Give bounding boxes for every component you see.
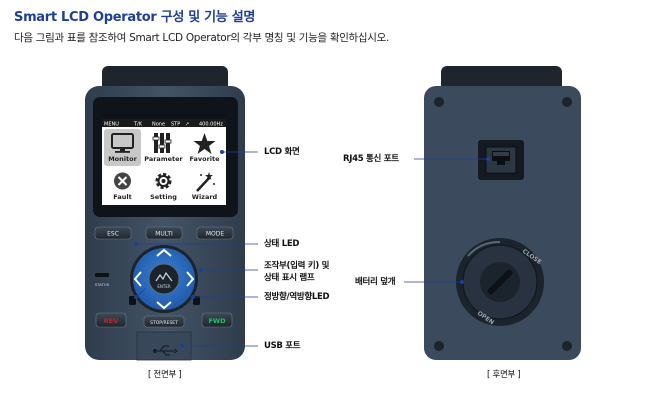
screw-hole-bottom-left [434, 341, 444, 351]
caption-front: [ 전면부 ] [148, 370, 182, 380]
status-bar [102, 119, 226, 127]
magic-wand-icon [196, 172, 215, 192]
status-led [95, 273, 109, 277]
callout-lcd: LCD 화면 [264, 147, 300, 157]
tile-wizard-label: Wizard [192, 193, 218, 201]
parameter-icon [152, 133, 172, 153]
screw-hole-top-left [434, 97, 444, 107]
page-title: Smart LCD Operator 구성 및 기능 설명 [14, 10, 256, 25]
usb-icon [152, 345, 179, 356]
status-none: None [152, 122, 165, 128]
fwd-led [193, 296, 200, 305]
esc-key[interactable] [94, 226, 132, 240]
status-frequency: 400.00Hz [199, 122, 223, 128]
dpad-right-icon[interactable] [186, 271, 195, 287]
tile-monitor-label: Monitor [108, 155, 137, 163]
rj45-pins [493, 152, 509, 156]
stop-reset-key-label: STOP/RESET [150, 320, 178, 326]
tile-parameter-label: Parameter [144, 155, 183, 163]
callout-rj45: RJ45 통신 포트 [343, 154, 399, 164]
status-led-label: STATUS [95, 282, 110, 287]
monitor-icon [111, 133, 134, 153]
screw-hole-bottom-right [562, 341, 572, 351]
star-icon [193, 133, 216, 154]
battery-cover-slot-icon [487, 269, 513, 295]
rev-led [129, 296, 136, 305]
dpad-up-icon[interactable] [156, 248, 172, 257]
enter-key-label: ENTER [157, 284, 170, 289]
status-direction: ↗ [185, 122, 189, 128]
enter-key-icon [155, 271, 173, 282]
tile-wizard[interactable] [186, 168, 223, 204]
callout-keys-line1: 조작부(입력 키) 및 [264, 261, 330, 271]
dpad-left-icon[interactable] [133, 271, 142, 287]
callout-usb: USB 포트 [264, 341, 301, 351]
rev-key-label: REV [104, 317, 118, 325]
rev-key[interactable] [95, 312, 127, 328]
multi-key-label: MULTI [155, 231, 173, 238]
esc-key-label: ESC [107, 231, 119, 238]
caption-back: [ 후면부 ] [487, 370, 521, 380]
fwd-key[interactable] [201, 312, 233, 328]
stop-reset-key[interactable] [143, 315, 185, 328]
gear-icon [155, 173, 172, 189]
tile-setting-label: Setting [150, 193, 177, 201]
fault-x-icon [114, 172, 131, 190]
front-callout-leaders [133, 149, 258, 348]
status-menu: MENU [104, 122, 119, 128]
callout-direction-led: 정방향/역방향LED [264, 292, 330, 302]
callout-keys-line2: 상태 표시 램프 [264, 273, 315, 283]
callout-battery-cover: 배터리 덮개 [355, 277, 396, 287]
enter-key[interactable] [148, 263, 180, 295]
multi-key[interactable] [145, 226, 183, 240]
callout-status-led: 상태 LED [264, 239, 300, 249]
back-callout-leaders [404, 156, 490, 284]
battery-cover-arc-arrow [467, 240, 501, 257]
mode-key-label: MODE [206, 231, 225, 238]
status-tk: T/K [133, 122, 143, 128]
mode-key[interactable] [196, 226, 234, 240]
status-stp: STP [171, 122, 180, 128]
dpad-down-icon[interactable] [156, 301, 172, 310]
screw-hole-top-right [562, 97, 572, 107]
tile-favorite-label: Favorite [189, 155, 220, 163]
page-subtitle: 다음 그림과 표를 참조하여 Smart LCD Operator의 각부 명칭… [14, 32, 390, 44]
tile-fault-label: Fault [113, 193, 131, 201]
fwd-key-label: FWD [208, 317, 226, 325]
